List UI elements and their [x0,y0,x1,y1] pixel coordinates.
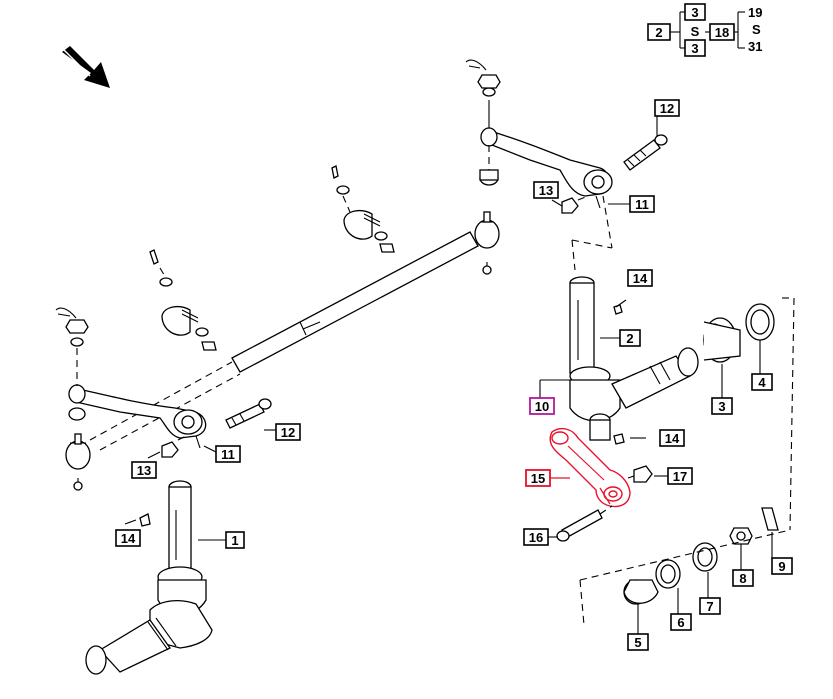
callout-14-upper[interactable]: 14 [627,269,653,287]
svg-text:4: 4 [758,375,766,390]
tie-rod [89,211,500,451]
svg-text:15: 15 [531,471,545,486]
callout-11-right[interactable]: 11 [629,195,655,213]
direction-arrow-icon [57,46,110,88]
svg-text:14: 14 [665,431,680,446]
callout-4[interactable]: 4 [751,373,773,391]
callout-1[interactable]: 1 [225,531,245,549]
selected-part-15[interactable] [549,427,631,508]
callout-9[interactable]: 9 [771,557,793,575]
callout-14-lower[interactable]: 14 [659,429,685,447]
callout-10[interactable]: 10 [529,397,555,415]
legend: 2 3 S 3 18 19 S 31 [647,3,762,57]
left-knuckle [85,480,213,675]
svg-text:17: 17 [673,469,687,484]
callout-7[interactable]: 7 [699,597,721,615]
svg-text:14: 14 [633,271,648,286]
callout-17[interactable]: 17 [667,467,693,485]
svg-text:5: 5 [634,635,641,650]
svg-text:11: 11 [635,197,649,212]
left-steering-arm [55,307,272,491]
callout-8[interactable]: 8 [732,569,754,587]
legend-bottom-box: 3 [691,41,698,56]
callout-5[interactable]: 5 [627,633,649,651]
svg-text:6: 6 [677,615,684,630]
svg-text:13: 13 [137,463,151,478]
callout-16[interactable]: 16 [523,528,549,546]
svg-text:2: 2 [626,331,633,346]
legend-tilde-mid: S [691,24,700,39]
bearing-set-upper [703,297,795,531]
svg-text:11: 11 [221,447,235,462]
right-knuckle [569,276,699,445]
svg-text:12: 12 [660,101,674,116]
svg-text:12: 12 [281,425,295,440]
callout-12-left[interactable]: 12 [275,423,301,441]
svg-text:14: 14 [121,531,136,546]
callout-leaders [124,116,773,634]
callout-15[interactable]: 15 [525,469,551,487]
svg-text:13: 13 [539,183,553,198]
svg-text:9: 9 [778,559,785,574]
legend-range-tilde: S [752,22,761,37]
nut-17 [627,465,653,483]
legend-range-top: 19 [748,5,762,20]
callout-6[interactable]: 6 [670,613,692,631]
svg-text:16: 16 [529,530,543,545]
callout-2[interactable]: 2 [619,329,641,347]
svg-text:10: 10 [535,399,549,414]
callout-12-right[interactable]: 12 [654,99,680,117]
legend-middle-box: 18 [715,25,729,40]
callout-3[interactable]: 3 [711,397,733,415]
right-steering-arm [465,59,668,271]
bolt-16 [556,505,613,542]
bearing-set-lower [579,507,791,626]
callout-13-right[interactable]: 13 [533,181,559,199]
legend-range-bottom: 31 [748,39,762,54]
legend-left-box: 2 [655,25,662,40]
callout-11-left[interactable]: 11 [215,445,241,463]
svg-text:3: 3 [718,399,725,414]
legend-top-box: 3 [691,5,698,20]
callout-14-left[interactable]: 14 [115,529,141,547]
callout-13-left[interactable]: 13 [131,461,157,479]
svg-text:8: 8 [739,571,746,586]
svg-text:7: 7 [706,599,713,614]
tie-rod-clamps [149,165,395,351]
svg-text:1: 1 [231,533,238,548]
